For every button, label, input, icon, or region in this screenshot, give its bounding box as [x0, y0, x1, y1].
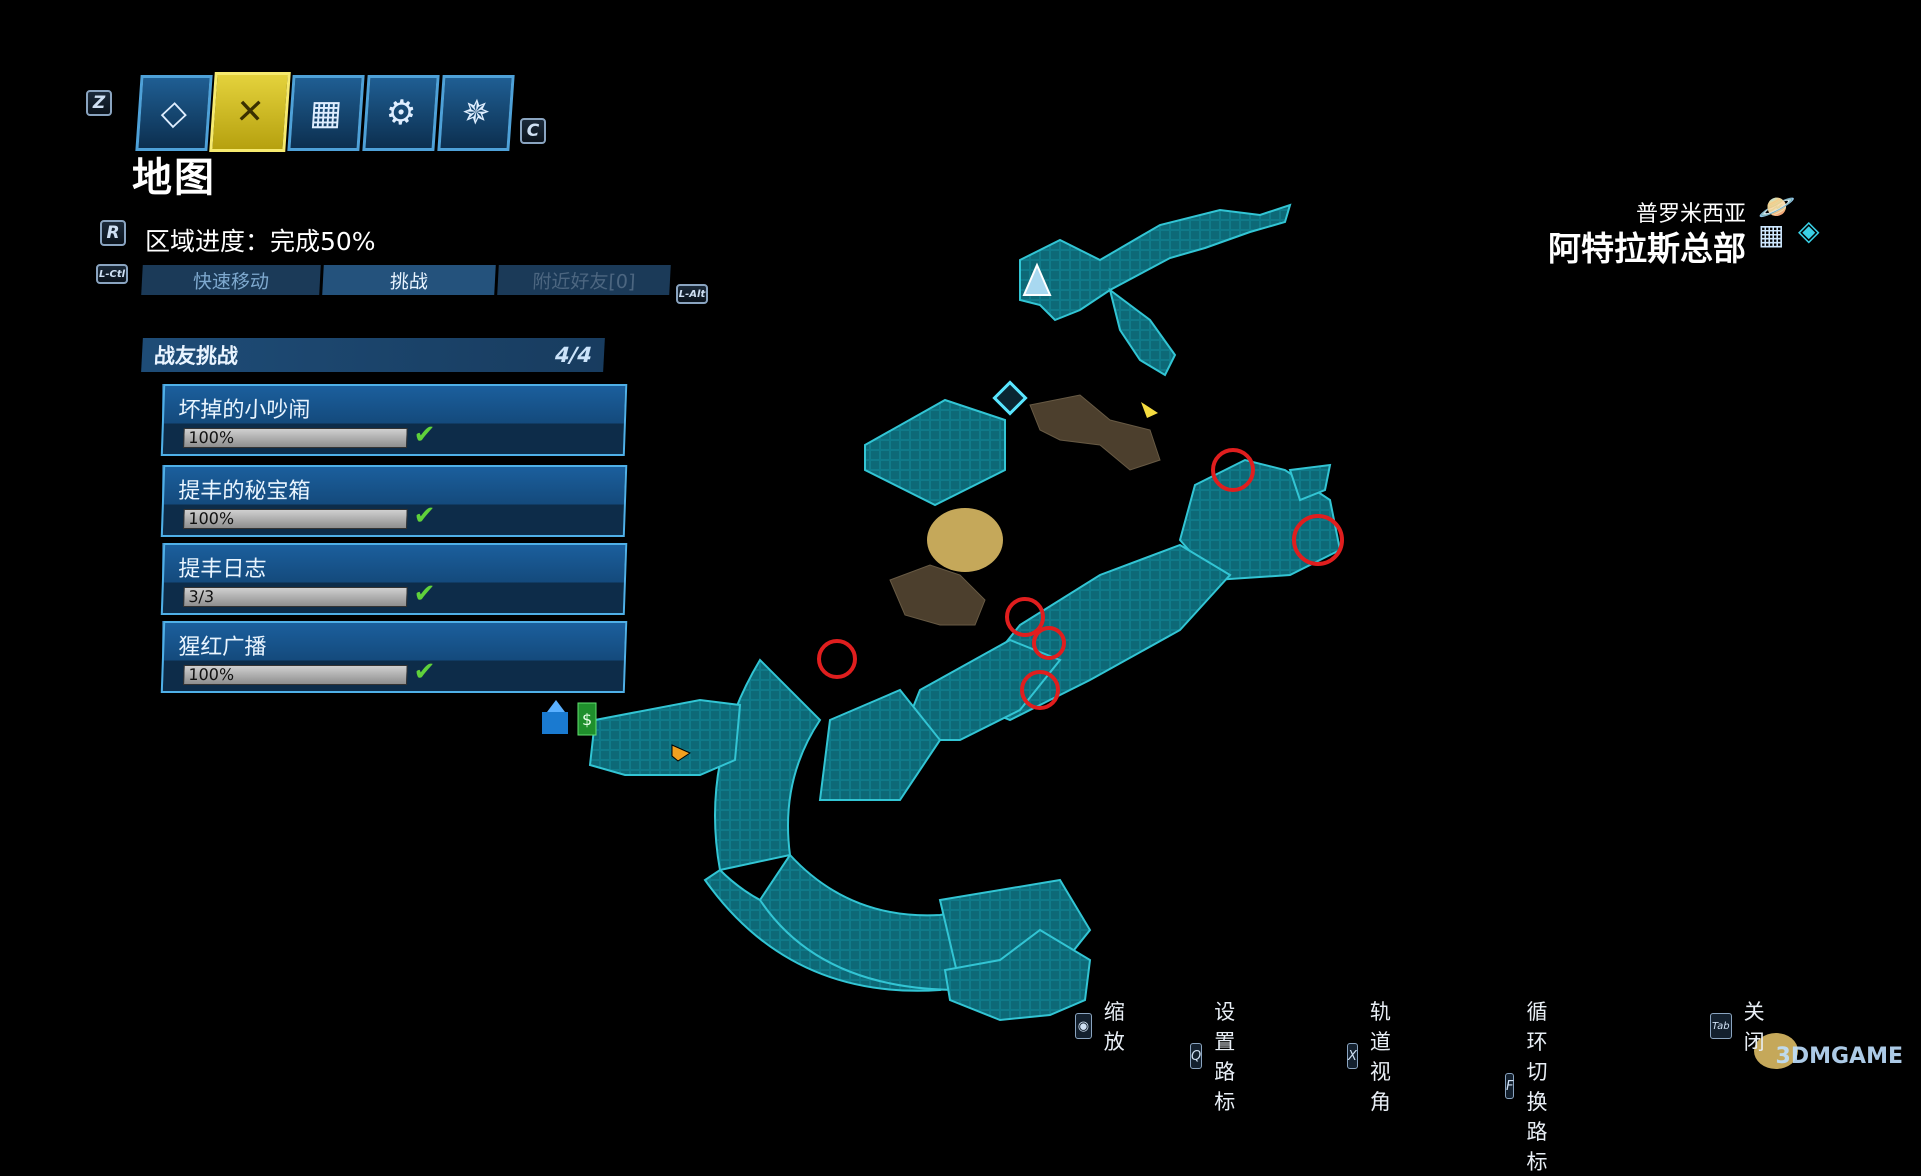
challenge-name: 坏掉的小吵闹: [177, 398, 311, 423]
challenge-marker-2[interactable]: [1292, 514, 1344, 566]
subtab-prev-key[interactable]: L-Ctl: [96, 264, 128, 284]
gear-badge-icon: ⚙: [384, 93, 418, 133]
checkmark-icon: ✔: [412, 501, 436, 531]
mouse-icon: ◉: [1075, 1013, 1092, 1039]
challenge-category-header[interactable]: 战友挑战 4/4: [141, 338, 605, 372]
tab-map[interactable]: ✕: [209, 72, 291, 152]
subtab-fast-travel[interactable]: 快速移动: [141, 265, 321, 295]
challenge-progress-bar: 100%: [183, 665, 408, 685]
tab-badass[interactable]: ✵: [437, 75, 515, 151]
player-marker-icon: [671, 744, 692, 762]
hint-label: 轨道视角: [1369, 1000, 1391, 1114]
waypoint-diamond-icon[interactable]: [992, 380, 1028, 416]
backpack-icon: ▦: [308, 93, 344, 133]
hint-key[interactable]: Q: [1190, 1043, 1203, 1069]
map-layers-icon[interactable]: ▦: [1758, 218, 1785, 251]
challenge-progress-text: 100%: [188, 509, 235, 528]
challenge-item[interactable]: 坏掉的小吵闹 100% ✔: [160, 384, 628, 456]
vending-machine-icon[interactable]: $: [577, 702, 597, 736]
watermark: 3DMGAME: [1775, 1044, 1903, 1069]
challenge-progress-text: 100%: [188, 428, 235, 447]
tab-skills[interactable]: ⚙: [362, 75, 440, 151]
svg-text:$: $: [582, 710, 592, 729]
hint-label: 关闭: [1743, 1000, 1765, 1054]
tab-mission[interactable]: ◇: [135, 75, 213, 151]
subtab-bar: 快速移动 挑战 附近好友[0]: [141, 265, 673, 295]
subtab-next-key[interactable]: L-Alt: [676, 284, 708, 304]
subtab-nearby-friends[interactable]: 附近好友[0]: [497, 265, 671, 295]
challenge-name: 提丰的秘宝箱: [177, 479, 311, 504]
challenge-progress-text: 3/3: [188, 587, 215, 606]
fast-travel-icon[interactable]: [1022, 262, 1052, 296]
diamond-icon: ◇: [159, 93, 189, 133]
next-tab-key[interactable]: C: [520, 118, 546, 144]
hint-key[interactable]: X: [1347, 1043, 1358, 1069]
hint-label: 循环切换路标: [1526, 1000, 1548, 1174]
cursor-arrow-icon: [1141, 402, 1158, 418]
hint-label: 设置路标: [1214, 1000, 1236, 1114]
challenge-marker-6[interactable]: [817, 639, 857, 679]
mascot-watermark-icon: [927, 508, 1798, 1069]
challenge-marker-1[interactable]: [1211, 448, 1255, 492]
challenge-progress-bar: 100%: [183, 509, 408, 529]
progress-key[interactable]: R: [100, 220, 126, 246]
challenge-item[interactable]: 猩红广播 100% ✔: [160, 621, 628, 693]
challenge-marker-3[interactable]: [1005, 597, 1045, 637]
hint-key[interactable]: F: [1505, 1073, 1515, 1099]
map-icon: ✕: [234, 92, 266, 132]
challenge-progress-bar: 3/3: [183, 587, 408, 607]
planet-icon[interactable]: 🪐: [1758, 190, 1796, 225]
checkmark-icon: ✔: [412, 657, 436, 687]
challenge-name: 猩红广播: [177, 635, 267, 660]
challenge-marker-4[interactable]: [1032, 626, 1066, 660]
hint-key[interactable]: Tab: [1710, 1013, 1732, 1039]
zone-name: 阿特拉斯总部: [1548, 229, 1746, 268]
page-title: 地图: [132, 155, 216, 201]
challenge-item[interactable]: 提丰日志 3/3 ✔: [160, 543, 628, 615]
challenge-marker-5[interactable]: [1020, 670, 1060, 710]
checkmark-icon: ✔: [412, 420, 436, 450]
exit-icon[interactable]: [542, 700, 568, 734]
medal-icon: ✵: [460, 93, 492, 133]
floor-layers-icon[interactable]: ◈: [1798, 214, 1820, 247]
checkmark-icon: ✔: [412, 579, 436, 609]
challenge-progress-bar: 100%: [183, 428, 408, 448]
hint-label: 缩放: [1103, 1000, 1125, 1054]
planet-name: 普罗米西亚: [1635, 202, 1746, 227]
challenge-progress-text: 100%: [188, 665, 235, 684]
challenge-name: 提丰日志: [177, 557, 267, 582]
zone-progress-label: 区域进度：完成50%: [145, 227, 376, 256]
challenge-item[interactable]: 提丰的秘宝箱 100% ✔: [160, 465, 628, 537]
subtab-challenges[interactable]: 挑战: [322, 265, 496, 295]
prev-tab-key[interactable]: Z: [86, 90, 112, 116]
challenge-category-title: 战友挑战: [153, 344, 239, 368]
map-canvas[interactable]: $: [0, 0, 1921, 1081]
challenge-category-count: 4/4: [554, 343, 593, 367]
tab-inventory[interactable]: ▦: [287, 75, 365, 151]
